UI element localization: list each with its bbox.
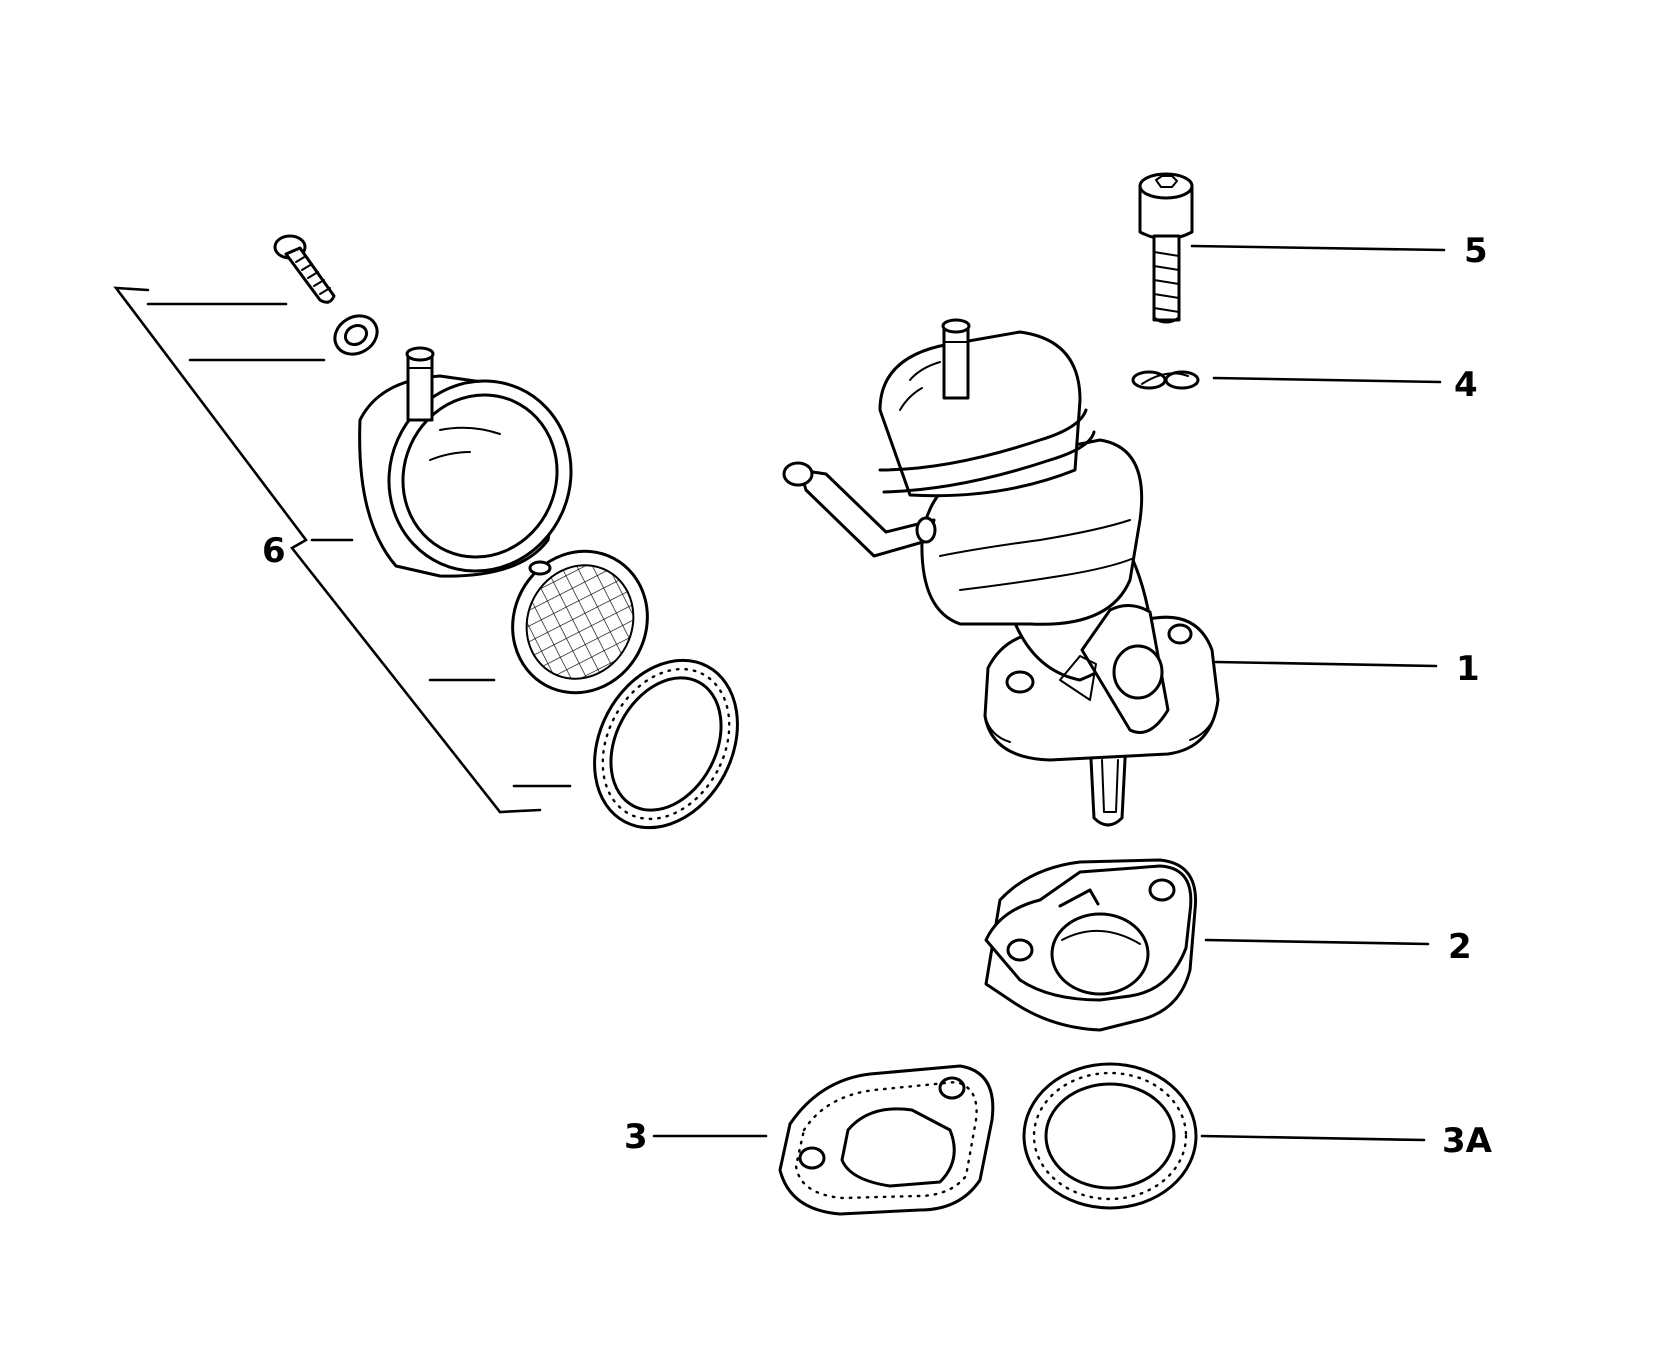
leader-3a xyxy=(1200,1134,1426,1142)
leader-2 xyxy=(1204,938,1430,946)
callout-2: 2 xyxy=(1448,927,1472,967)
kit-screw xyxy=(273,234,336,304)
callout-3a: 3A xyxy=(1442,1121,1493,1161)
leader-4 xyxy=(1212,376,1442,384)
part-1-fuel-pump xyxy=(782,318,1220,827)
callout-3: 3 xyxy=(624,1117,648,1157)
part-5-socket-bolt xyxy=(1138,172,1194,324)
leader-1 xyxy=(1214,660,1438,668)
kit-washer xyxy=(333,314,379,356)
callout-5: 5 xyxy=(1464,231,1488,271)
callout-1: 1 xyxy=(1456,649,1480,689)
part-4-spring-washer xyxy=(1131,370,1200,390)
leader-5 xyxy=(1190,244,1446,252)
kit-bracket xyxy=(113,286,542,814)
kit-cover-cup xyxy=(358,346,573,578)
part-6-cover-kit xyxy=(113,234,739,830)
part-2-spacer-flange xyxy=(984,858,1198,1032)
part-3-gasket xyxy=(778,1064,995,1216)
kit-sealing-ring xyxy=(593,658,739,830)
kit-strainer-screen xyxy=(511,549,649,695)
callout-6: 6 xyxy=(262,531,286,571)
part-3a-ring-gasket xyxy=(1022,1062,1198,1210)
callout-4: 4 xyxy=(1454,365,1478,405)
